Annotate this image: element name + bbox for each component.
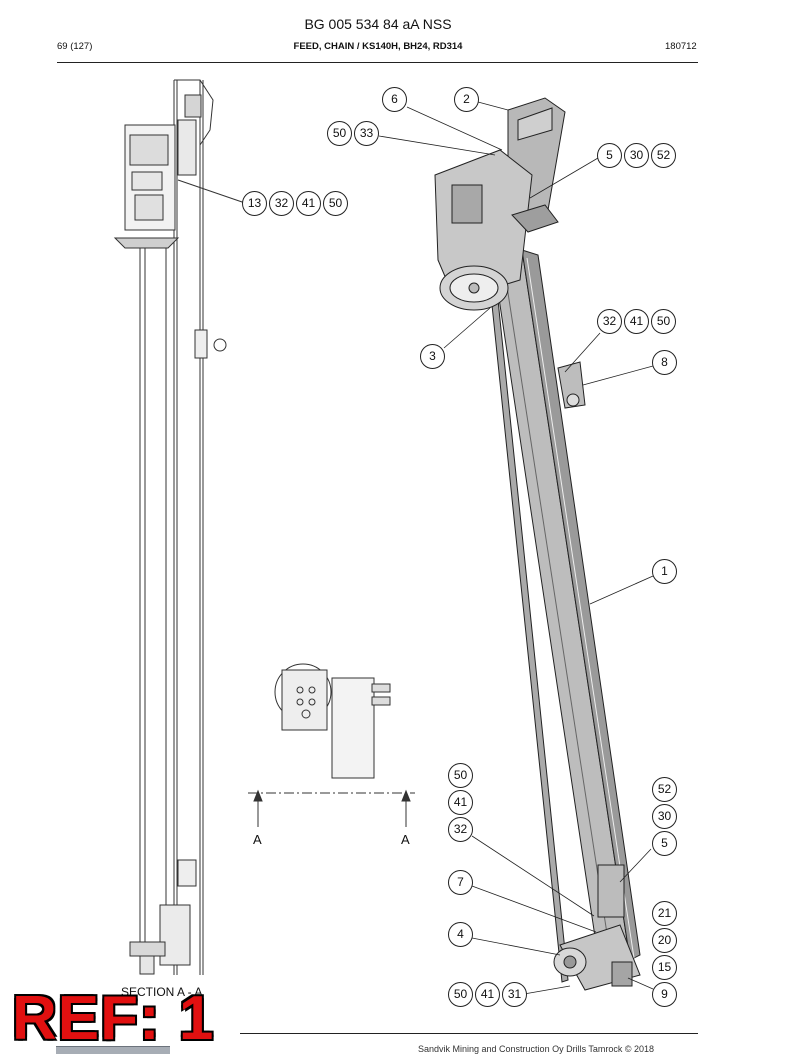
callout-30: 30 bbox=[624, 143, 649, 168]
callout-50: 50 bbox=[651, 309, 676, 334]
feed-beam bbox=[491, 248, 641, 983]
callout-20: 20 bbox=[652, 928, 677, 953]
ref-stamp: REF: 1 bbox=[12, 984, 215, 1053]
callout-6: 6 bbox=[382, 87, 407, 112]
leader-lines bbox=[378, 101, 654, 995]
callout-50: 50 bbox=[448, 763, 473, 788]
callout-32: 32 bbox=[448, 817, 473, 842]
callout-8: 8 bbox=[652, 350, 677, 375]
section-view bbox=[248, 663, 415, 827]
callout-9: 9 bbox=[652, 982, 677, 1007]
callout-32: 32 bbox=[597, 309, 622, 334]
callout-50: 50 bbox=[327, 121, 352, 146]
callout-4: 4 bbox=[448, 922, 473, 947]
footer-rule bbox=[240, 1033, 698, 1034]
section-label: SECTION A - A bbox=[121, 985, 203, 999]
bracket-8 bbox=[557, 361, 586, 409]
callout-3: 3 bbox=[420, 344, 445, 369]
callout-31: 31 bbox=[502, 982, 527, 1007]
callout-13: 13 bbox=[242, 191, 267, 216]
brand-logo bbox=[56, 1046, 170, 1054]
section-marker-right: A bbox=[401, 832, 410, 847]
page-number: 69 (127) bbox=[57, 41, 93, 52]
doc-date: 180712 bbox=[665, 41, 697, 52]
callout-41: 41 bbox=[624, 309, 649, 334]
callout-2: 2 bbox=[454, 87, 479, 112]
callout-41: 41 bbox=[448, 790, 473, 815]
section-title: FEED, CHAIN / KS140H, BH24, RD314 bbox=[293, 41, 463, 52]
bottom-assembly bbox=[553, 864, 641, 991]
callout-50: 50 bbox=[448, 982, 473, 1007]
callout-41: 41 bbox=[296, 191, 321, 216]
motor-assembly bbox=[434, 97, 566, 311]
callout-52: 52 bbox=[651, 143, 676, 168]
doc-title: BG 005 534 84 aA NSS bbox=[304, 16, 452, 32]
callout-32: 32 bbox=[269, 191, 294, 216]
callout-50: 50 bbox=[323, 191, 348, 216]
callout-5: 5 bbox=[652, 831, 677, 856]
callout-30: 30 bbox=[652, 804, 677, 829]
header-rule bbox=[57, 62, 698, 63]
callout-52: 52 bbox=[652, 777, 677, 802]
side-view bbox=[113, 79, 246, 975]
callout-15: 15 bbox=[652, 955, 677, 980]
callout-33: 33 bbox=[354, 121, 379, 146]
section-marker-left: A bbox=[253, 832, 262, 847]
callout-7: 7 bbox=[448, 870, 473, 895]
footer-copyright: Sandvik Mining and Construction Oy Drill… bbox=[418, 1044, 655, 1054]
callout-41: 41 bbox=[475, 982, 500, 1007]
callout-1: 1 bbox=[652, 559, 677, 584]
callout-5: 5 bbox=[597, 143, 622, 168]
callout-21: 21 bbox=[652, 901, 677, 926]
